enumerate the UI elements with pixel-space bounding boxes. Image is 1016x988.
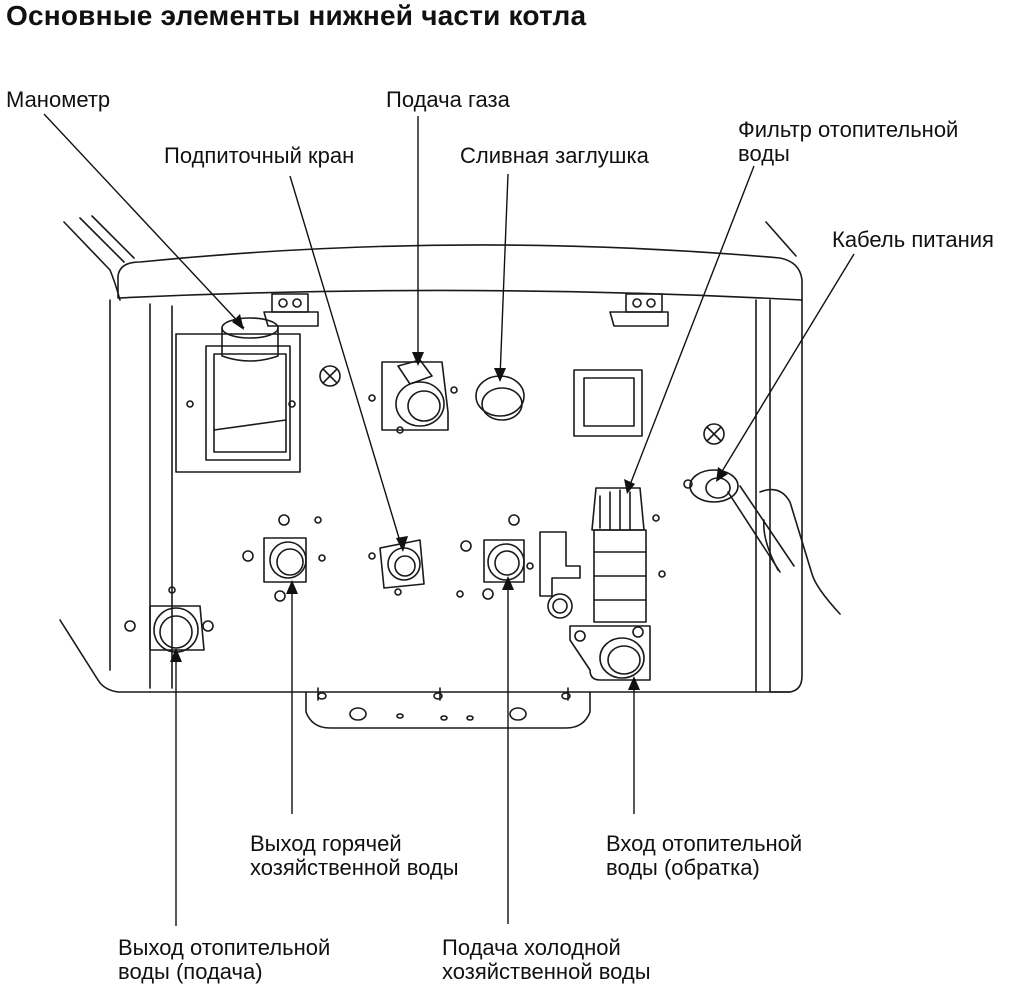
label-power-cable: Кабель питания [832,227,994,252]
arrowhead-cold-water [502,576,514,590]
label-drain-plug: Сливная заглушка [460,143,649,168]
arrowhead-heating-supply [170,648,182,662]
bypass-bracket [539,531,581,619]
arrowhead-hot-water [286,580,298,594]
arrowhead-fill-valve [396,536,408,552]
heating-return-fitting [569,625,651,681]
label-heating-return-inlet: Вход отопительной воды (обратка) [606,831,803,880]
arrowhead-power-cable [716,467,728,482]
arrowhead-manometer [232,314,244,330]
leader-manometer [43,113,245,329]
hinge-left [263,293,319,327]
label-heating-water-filter: Фильтр отопительной воды [738,117,959,166]
label-gas-supply: Подача газа [386,87,510,112]
leader-fill-valve [289,175,403,549]
arrowhead-drain-plug [494,368,506,382]
hinge-right [609,293,669,327]
arrowhead-heating-return [628,676,640,690]
drain-plug [475,375,525,421]
service-panel [573,369,643,437]
leader-heating-filter [627,165,755,491]
heating-filter [591,487,666,623]
arrowhead-heating-filter [624,479,635,494]
heating-supply-fitting [124,586,214,653]
label-fill-valve: Подпиточный кран [164,143,355,168]
label-heating-supply-outlet: Выход отопительной воды (подача) [118,935,331,984]
screw-right [703,423,725,445]
gas-connection [368,359,458,434]
mounting-rail [305,687,591,729]
hot-water-fitting [242,514,326,602]
page-title: Основные элементы нижней части котла [6,0,587,31]
label-manometer: Манометр [6,87,111,112]
label-cold-water-inlet: Подача холодной хозяйственной воды [442,935,651,984]
screw-left [319,365,341,387]
power-cable [683,469,841,615]
leader-power-cable [717,253,855,479]
leader-drain-plug [499,173,509,379]
boiler-top-cover [63,215,803,301]
cold-water-fitting [456,514,534,600]
label-hot-water-outlet: Выход горячей хозяйственной воды [250,831,459,880]
boiler-housing [59,299,803,693]
manometer [175,317,301,473]
fill-valve [368,539,425,596]
arrowhead-gas-supply [412,352,424,366]
